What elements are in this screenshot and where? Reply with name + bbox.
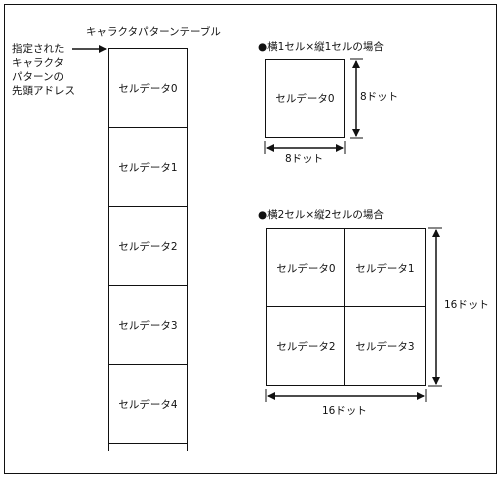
small-height-label: 8ドット xyxy=(360,91,399,103)
large-cell-3: セルデータ3 xyxy=(344,306,426,386)
small-cell-0: セルデータ0 xyxy=(265,59,345,138)
large-cell-0: セルデータ0 xyxy=(266,228,346,308)
large-width-label: 16ドット xyxy=(322,405,367,417)
table-title: キャラクタパターンテーブル xyxy=(86,26,221,38)
pointer-label-line-1: 指定された xyxy=(12,43,65,55)
large-cell-2: セルデータ2 xyxy=(266,306,346,386)
pointer-label-line-4: 先頭アドレス xyxy=(12,85,75,97)
pointer-label-line-3: パターンの xyxy=(12,71,64,83)
table-cell-1: セルデータ1 xyxy=(108,127,188,207)
large-height-label: 16ドット xyxy=(444,299,489,311)
large-heading: ●横2セル×縦2セルの場合 xyxy=(258,209,384,221)
table-cell-4: セルデータ4 xyxy=(108,364,188,444)
table-cell-2: セルデータ2 xyxy=(108,206,188,286)
large-cell-1: セルデータ1 xyxy=(344,228,426,308)
small-heading: ●横1セル×縦1セルの場合 xyxy=(258,41,384,53)
table-cell-3: セルデータ3 xyxy=(108,285,188,365)
table-continuation xyxy=(108,443,188,451)
pointer-label-line-2: キャラクタ xyxy=(12,57,65,69)
small-width-label: 8ドット xyxy=(285,153,324,165)
diagram-frame xyxy=(4,4,497,474)
